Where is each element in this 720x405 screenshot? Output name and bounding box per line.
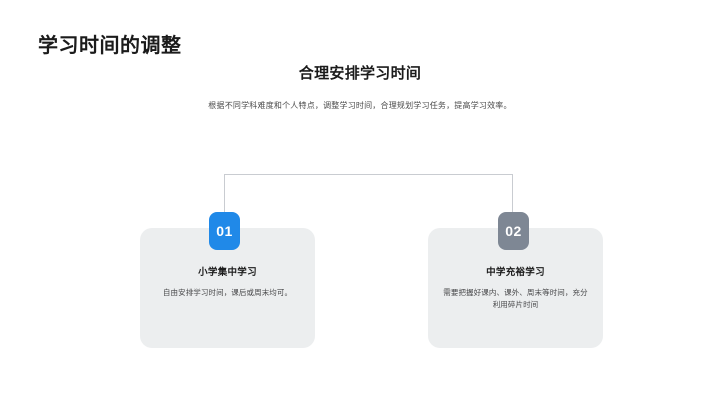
card-description: 自由安排学习时间，课后或周末均可。 [162,288,293,297]
card-body: 小学集中学习 自由安排学习时间，课后或周末均可。 [154,264,301,299]
connector-vertical-line-left [224,174,225,216]
page-title: 学习时间的调整 [38,35,182,57]
step-number-badge-02: 02 [498,212,529,250]
card-title: 中学充裕学习 [486,267,545,278]
card-title: 小学集中学习 [198,267,257,278]
section-description: 根据不同学科难度和个人特点，调整学习时间，合理规划学习任务，提高学习效率。 [208,101,512,110]
section-heading: 合理安排学习时间 [298,65,422,82]
card-body: 中学充裕学习 需要把握好课内、课外、周末等时间，充分利用碎片时间 [442,264,589,312]
connector-vertical-line-right [512,174,513,216]
card-description: 需要把握好课内、课外、周末等时间，充分利用碎片时间 [443,288,588,310]
connector-horizontal-line [224,174,513,175]
step-number-badge-01: 01 [209,212,240,250]
connector-bracket [224,174,513,216]
